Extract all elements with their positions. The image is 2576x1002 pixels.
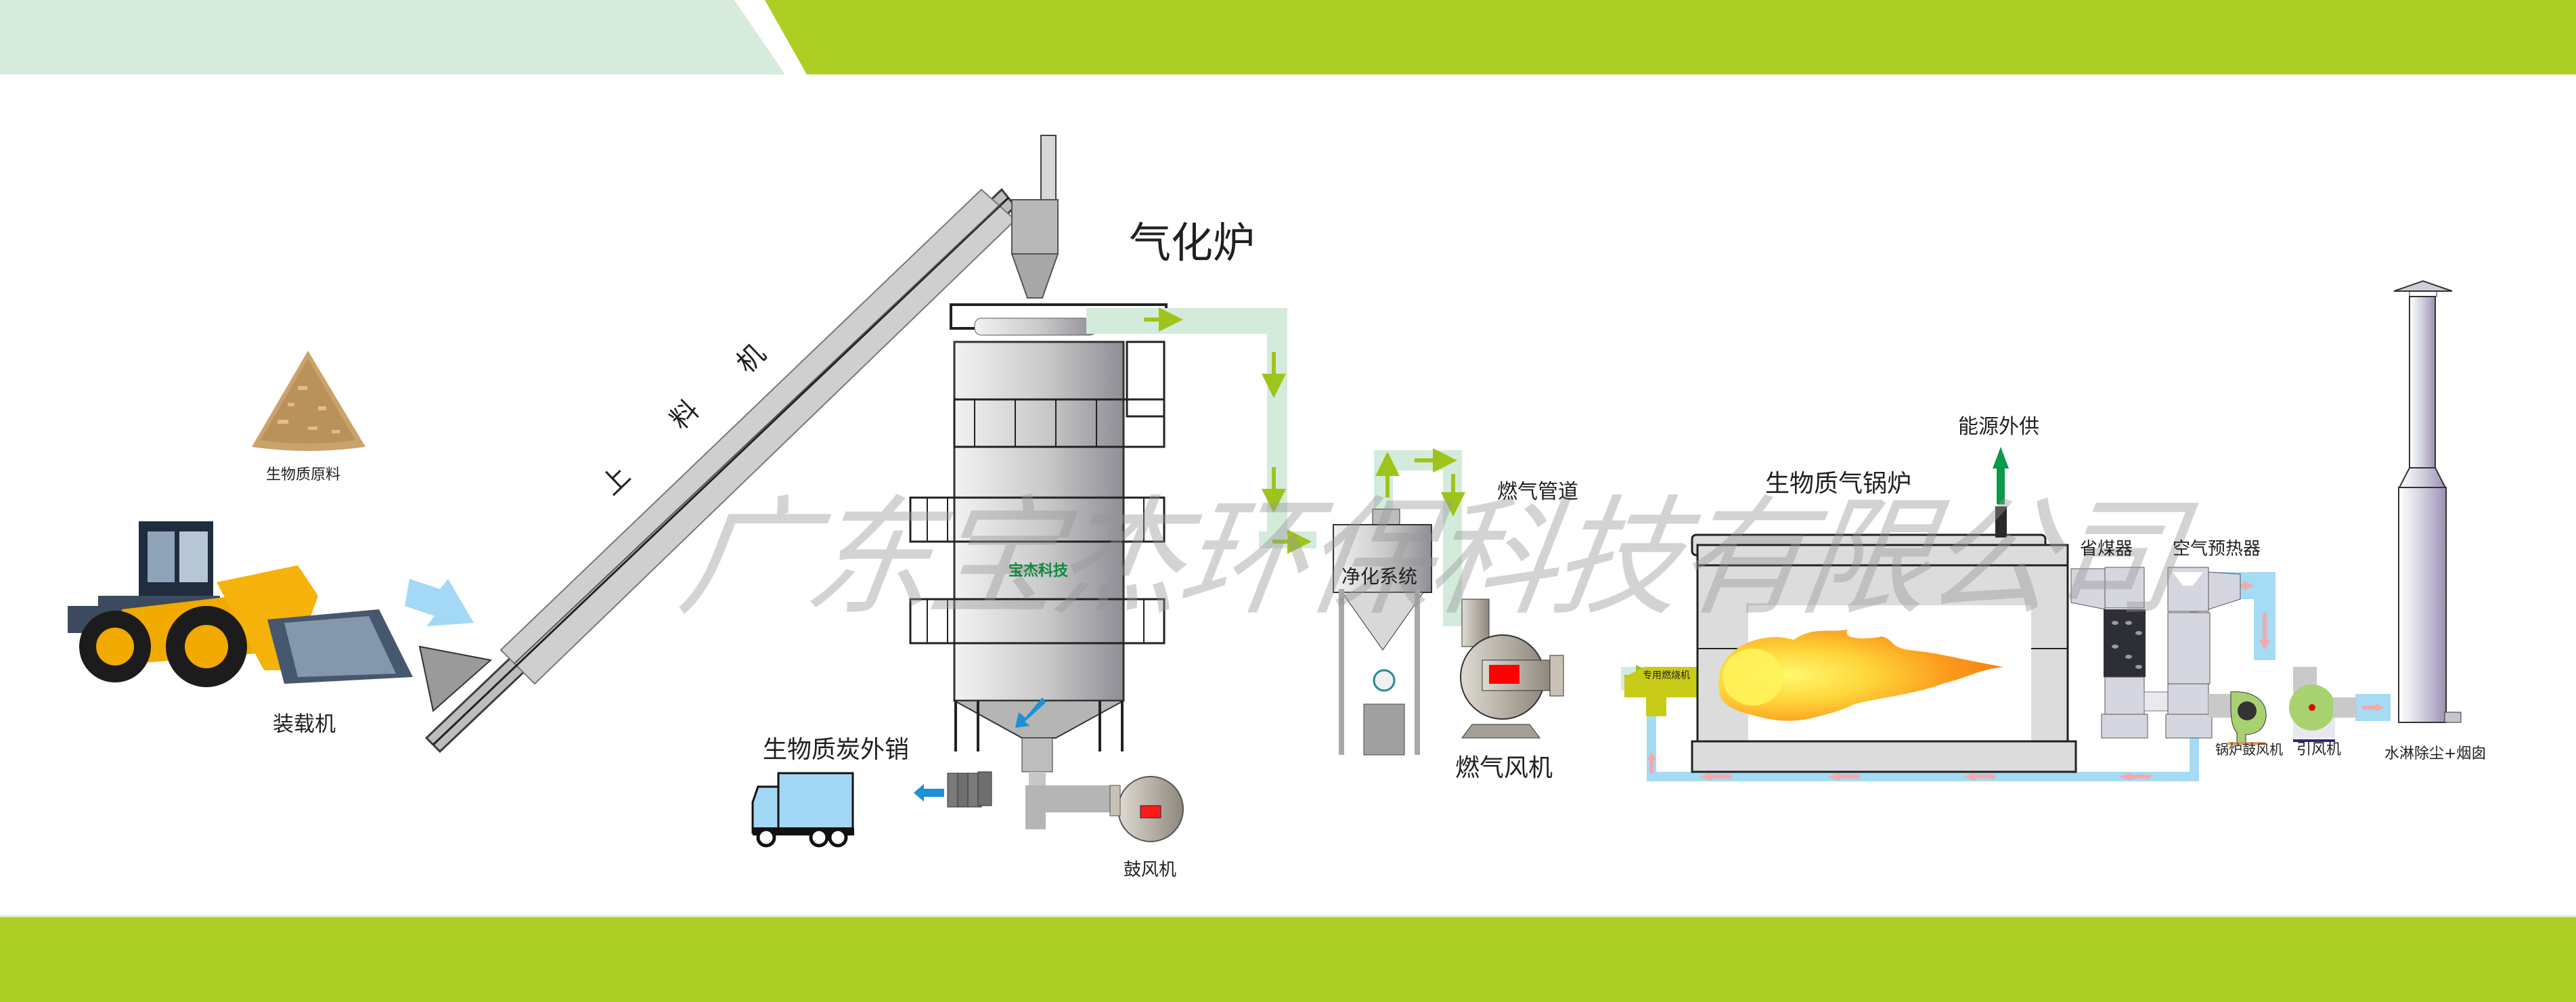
label-boiler-blower: 锅炉鼓风机 — [2215, 741, 2283, 758]
wheel-loader-icon — [68, 521, 413, 687]
biochar-arrow-icon — [914, 784, 944, 802]
chimney — [2393, 280, 2462, 723]
label-gasifier: 气化炉 — [1129, 218, 1256, 267]
label-air-preheater: 空气预热器 — [2173, 539, 2261, 559]
feeder-conveyor — [418, 188, 1017, 754]
label-gas-pipe: 燃气管道 — [1497, 480, 1578, 504]
gas-pipe — [1086, 308, 1736, 691]
feed-arrow-icon — [405, 579, 474, 626]
label-induced-fan: 引风机 — [2296, 741, 2342, 758]
blower-duct — [1025, 772, 1184, 842]
flame-icon — [1718, 630, 2003, 721]
air-preheater — [2165, 567, 2241, 739]
truck-icon — [751, 772, 854, 848]
purification-system — [1333, 508, 1432, 756]
biomass-pile-icon — [252, 351, 365, 451]
label-blower: 鼓风机 — [1124, 860, 1177, 880]
boiler-blower-icon — [2208, 691, 2267, 745]
label-energy-out: 能源外供 — [1958, 415, 2039, 439]
induced-fan-icon — [2289, 667, 2357, 742]
label-boiler: 生物质气锅炉 — [1765, 470, 1912, 498]
header-band-right — [765, 0, 2576, 74]
gasifier-logo: 宝杰科技 — [1008, 563, 1069, 580]
label-chimney: 水淋除尘+烟囱 — [2384, 745, 2487, 762]
label-biochar: 生物质炭外销 — [763, 736, 910, 764]
footer-band — [0, 915, 2576, 1002]
label-purification: 净化系统 — [1341, 565, 1418, 588]
biochar-bags — [947, 771, 992, 808]
label-gas-fan: 燃气风机 — [1455, 754, 1553, 782]
label-economizer: 省煤器 — [2080, 539, 2133, 559]
gas-fan — [1460, 598, 1564, 739]
label-loader: 装载机 — [273, 712, 336, 737]
label-burner: 专用燃烧机 — [1643, 670, 1690, 681]
header-band-left — [0, 0, 785, 74]
label-raw-material: 生物质原料 — [266, 466, 341, 483]
economizer — [2070, 567, 2169, 739]
energy-out-arrow-icon — [1993, 447, 2009, 504]
